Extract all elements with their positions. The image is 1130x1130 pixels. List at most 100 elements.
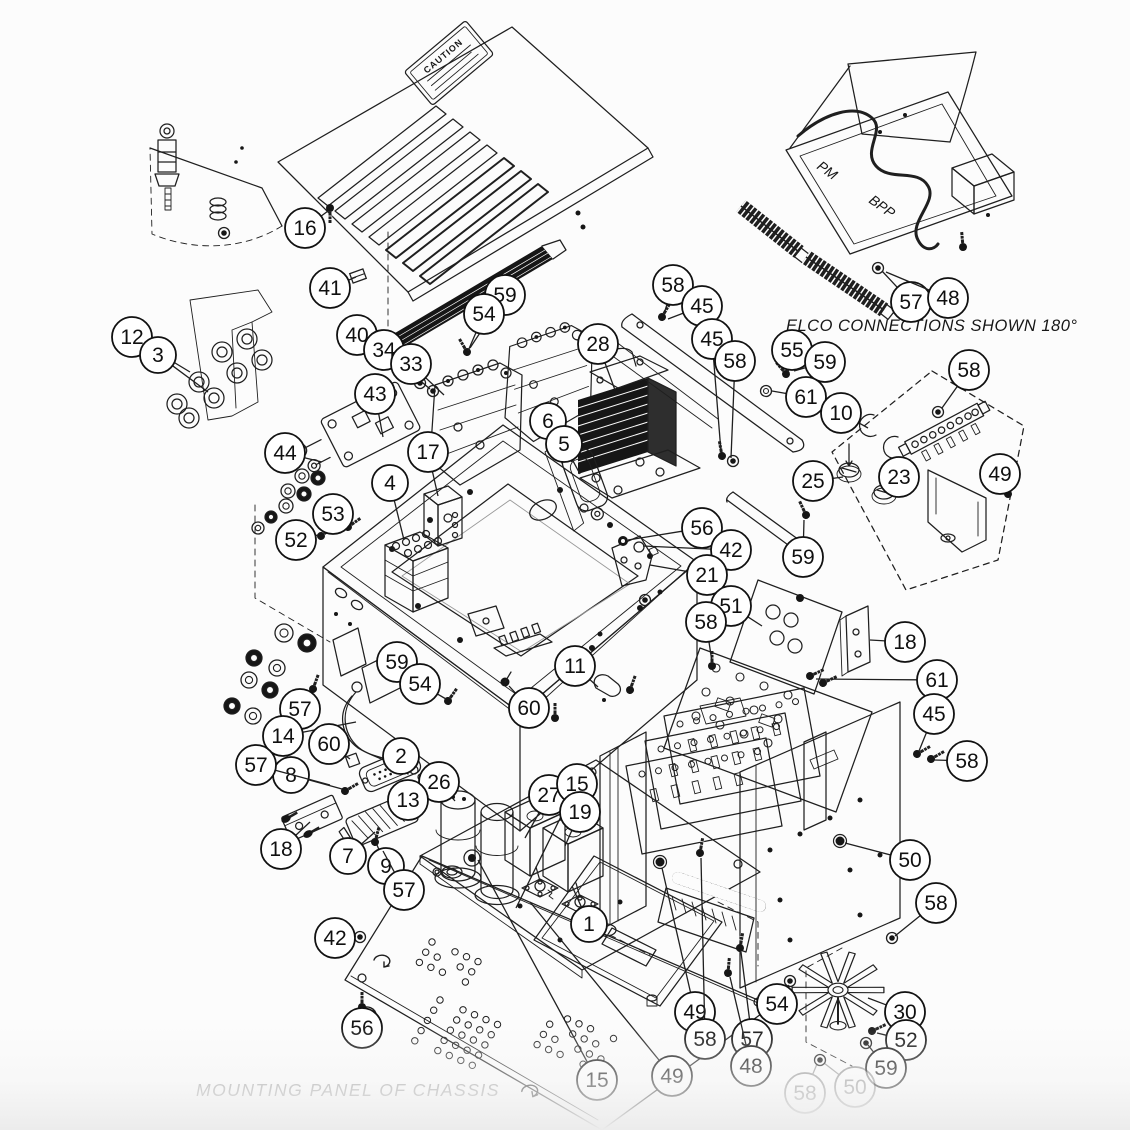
part-number: 52 <box>284 529 307 552</box>
part-number: 5 <box>558 433 570 456</box>
part-number: 56 <box>690 517 713 540</box>
part-callout-48: 48 <box>885 271 969 319</box>
part-number: 54 <box>765 993 789 1016</box>
part-callout-42: 42 <box>314 917 357 959</box>
part-number: 9 <box>380 855 392 878</box>
terminal-strip-60-art <box>467 605 622 702</box>
part-number: 6 <box>542 410 554 433</box>
fastener-s <box>798 500 810 519</box>
part-number: 11 <box>564 655 586 678</box>
part-number: 54 <box>408 673 432 696</box>
fastener-s <box>959 231 967 251</box>
part-callout-61: 61 <box>815 659 958 701</box>
part-number: 34 <box>372 339 396 362</box>
bracket-21-art <box>611 535 659 587</box>
part-callout-4: 4 <box>371 464 409 541</box>
fastener-s <box>551 703 559 722</box>
part-number: 54 <box>472 303 496 326</box>
part-number: 56 <box>350 1017 373 1040</box>
part-number: 58 <box>661 274 684 297</box>
knob-25 <box>836 443 862 483</box>
part-number: 43 <box>363 383 386 406</box>
part-callout-44: 44 <box>264 432 323 474</box>
part-number: 59 <box>791 546 814 569</box>
part-number: 48 <box>936 287 959 310</box>
fastener-s <box>927 750 945 763</box>
part-number: 25 <box>801 470 824 493</box>
part-callout-45: 45 <box>691 318 733 453</box>
part-callout-58: 58 <box>652 264 694 315</box>
fastener-n <box>426 384 440 398</box>
fastener-n <box>217 226 231 240</box>
part-callout-58: 58 <box>685 601 727 663</box>
connector-cluster-art <box>166 289 273 429</box>
part-number: 59 <box>874 1057 897 1080</box>
part-number: 41 <box>318 277 341 300</box>
part-callout-59: 59 <box>793 341 846 383</box>
part-callout-14: 14 <box>262 715 357 757</box>
elco-note-label: ELCO CONNECTIONS SHOWN 180° <box>786 317 1077 335</box>
mounting-note-label: MOUNTING PANEL OF CHASSIS <box>196 1080 500 1100</box>
fastener-n <box>726 454 740 468</box>
part-callout-61: 61 <box>771 376 827 418</box>
caution-label: CAUTION <box>404 21 494 105</box>
part-callout-49: 49 <box>979 453 1021 495</box>
part-number: 50 <box>898 849 921 872</box>
transformer-art <box>577 347 701 499</box>
fastener-s <box>806 668 825 680</box>
part-number: 8 <box>285 764 297 787</box>
part-number: 23 <box>887 466 910 489</box>
part-number: 26 <box>427 771 450 794</box>
part-number: 3 <box>152 344 164 367</box>
part-number: 57 <box>288 698 311 721</box>
part-number: 57 <box>392 879 415 902</box>
part-number: 57 <box>899 291 922 314</box>
part-number: 42 <box>323 927 346 950</box>
part-callout-57: 57 <box>382 850 425 911</box>
fastener-s <box>868 1023 887 1035</box>
part-callout-50: 50 <box>844 839 931 881</box>
part-number: 15 <box>565 773 588 796</box>
fastener-s <box>444 687 458 705</box>
holes-board-art <box>663 579 873 813</box>
fastener-clip <box>348 268 368 284</box>
connector-jacks <box>166 328 273 429</box>
part-number: 27 <box>537 784 560 807</box>
fastener-n <box>871 261 885 275</box>
fastener-fh <box>303 826 320 838</box>
part-callout-34: 34 <box>363 329 431 390</box>
part-callout-56: 56 <box>627 507 723 549</box>
part-callout-58: 58 <box>941 349 990 409</box>
part-number: 58 <box>955 750 978 773</box>
part-number: 33 <box>399 353 422 376</box>
part-number: 1 <box>583 913 595 936</box>
right-wall-art <box>717 701 901 1067</box>
fastener-n <box>638 593 652 607</box>
part-callout-5: 5 <box>545 425 583 475</box>
part-number: 2 <box>395 745 407 768</box>
part-number: 4 <box>384 472 396 495</box>
part-number: 61 <box>794 386 817 409</box>
part-callout-54: 54 <box>756 983 798 1025</box>
part-callout-21: 21 <box>649 554 728 596</box>
part-number: 7 <box>342 845 354 868</box>
part-number: 60 <box>317 733 340 756</box>
part-callout-60: 60 <box>308 723 351 765</box>
part-callout-28: 28 <box>577 323 619 391</box>
fastener-s <box>913 745 931 758</box>
part-callout-57: 57 <box>235 744 331 786</box>
elco-connectors-art <box>736 199 896 321</box>
part-callout-58: 58 <box>784 1063 826 1114</box>
part-callout-53: 53 <box>312 493 354 535</box>
fastener-n <box>931 405 945 419</box>
part-callout-57: 57 <box>881 270 932 323</box>
fastener-r <box>759 384 773 398</box>
part-callout-26: 26 <box>418 761 460 803</box>
part-callout-60: 60 <box>508 685 550 729</box>
card-cage-art <box>599 687 827 953</box>
part-callout-13: 13 <box>387 779 429 821</box>
part-number: 18 <box>893 631 916 654</box>
part-number: 15 <box>585 1069 608 1092</box>
part-number: 45 <box>690 295 713 318</box>
part-number: 58 <box>723 350 746 373</box>
